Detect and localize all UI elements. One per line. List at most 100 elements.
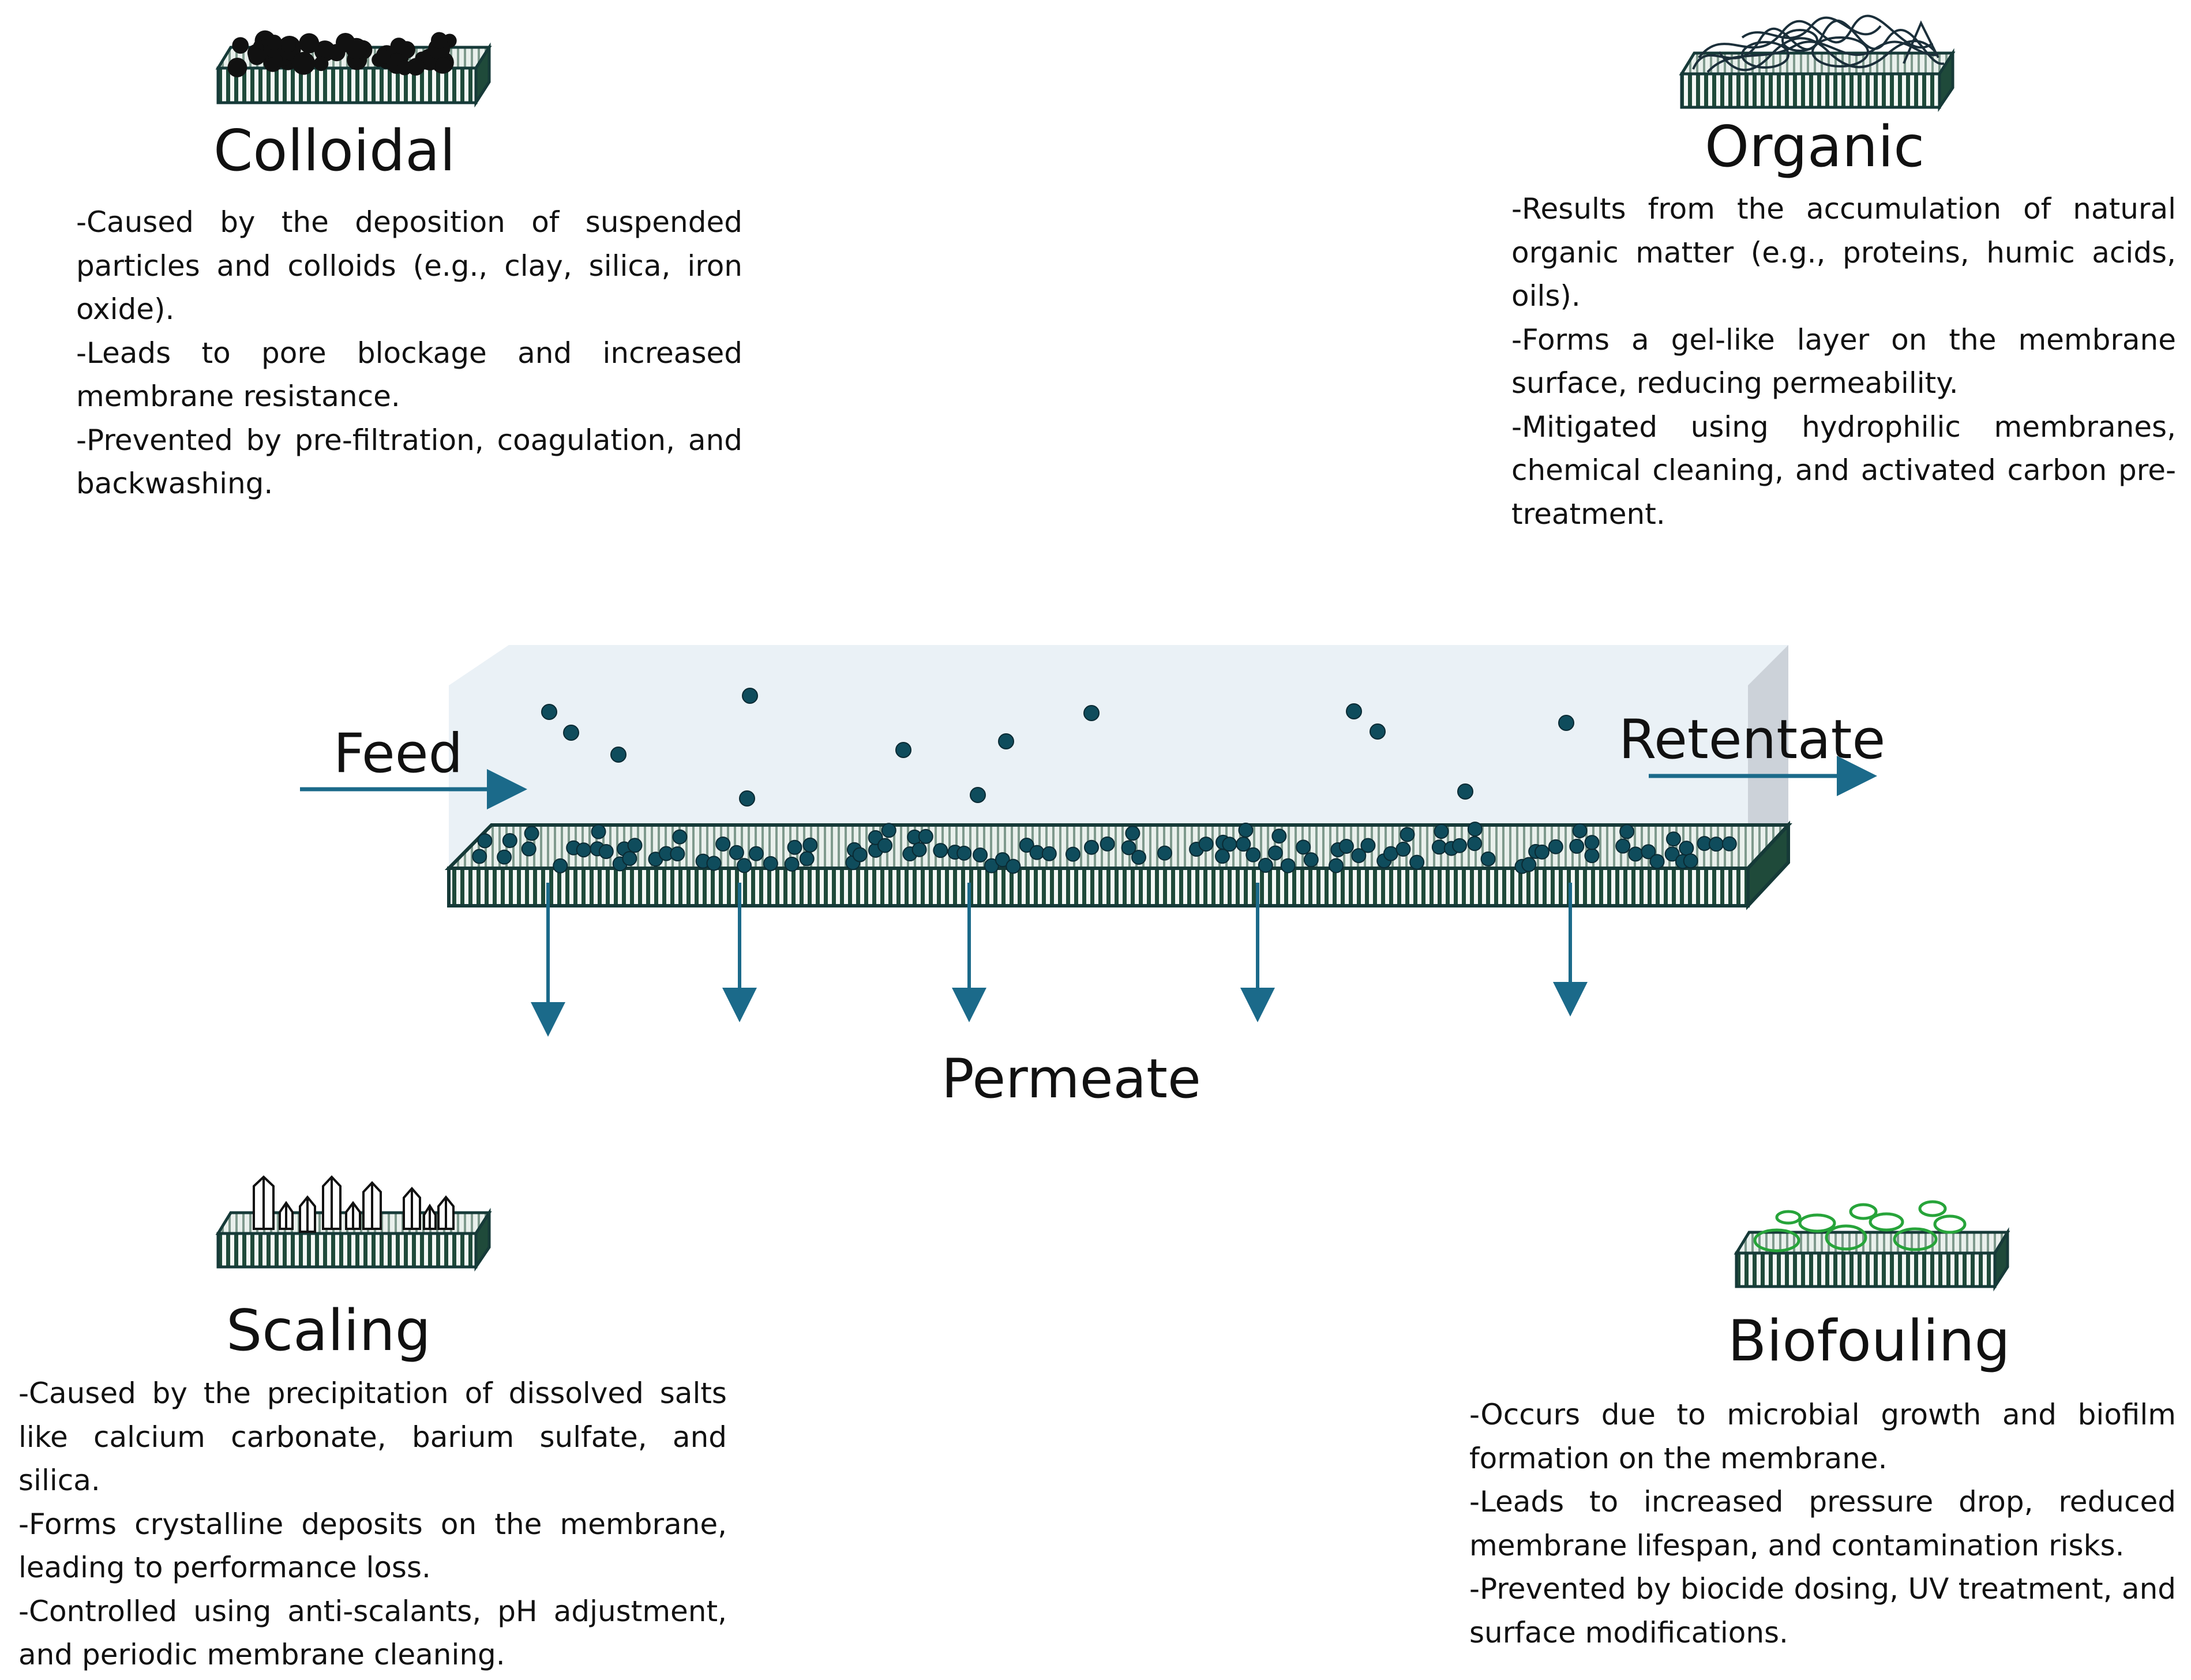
floating-particle <box>970 787 986 803</box>
deposited-particle <box>1338 838 1354 854</box>
feed-label: Feed <box>333 722 463 785</box>
scaling-point: -Controlled using anti-scalants, pH adju… <box>18 1594 727 1672</box>
scaling-title: Scaling <box>226 1298 431 1364</box>
deposited-particle <box>1641 844 1656 860</box>
deposited-particle <box>1041 846 1057 861</box>
deposited-particle <box>956 845 972 861</box>
deposited-particle <box>1131 849 1146 865</box>
colloid-particle <box>280 37 296 53</box>
colloid-particle <box>232 37 249 54</box>
permeate-label: Permeate <box>941 1048 1201 1111</box>
organic-description: -Results from the accumulation of natura… <box>1511 187 2176 536</box>
organic-point: -Mitigated using hydrophilic membranes, … <box>1511 410 2176 531</box>
colloidal-description: -Caused by the deposition of suspended p… <box>76 201 742 506</box>
organic-tangle-icon <box>1679 14 1956 112</box>
microbe-shape <box>1869 1212 1904 1232</box>
deposited-particle <box>1480 851 1496 867</box>
deposited-particle <box>1708 837 1724 852</box>
floating-particle <box>1558 715 1574 731</box>
deposited-particle <box>1125 826 1140 841</box>
scaling-point: -Caused by the precipitation of dissolve… <box>18 1377 727 1497</box>
deposited-particle <box>1400 827 1415 842</box>
deposited-particle <box>1679 841 1694 856</box>
deposited-particle <box>799 851 815 867</box>
channel-top-face <box>449 645 1788 868</box>
biofouling-point: -Prevented by biocide dosing, UV treatme… <box>1469 1572 2176 1649</box>
deposited-particle <box>477 833 493 849</box>
deposited-particle <box>1521 857 1537 872</box>
deposited-particle <box>1721 836 1737 852</box>
deposited-particle <box>1351 848 1367 864</box>
deposited-particle <box>1329 858 1344 873</box>
deposited-particle <box>1215 849 1230 864</box>
colloid-particle <box>435 57 452 73</box>
deposited-particle <box>1019 838 1034 853</box>
deposited-particle <box>1395 841 1411 857</box>
deposited-particles <box>472 822 1737 874</box>
microbe-shape <box>1798 1213 1836 1233</box>
deposited-particle <box>1296 839 1311 855</box>
colloidal-point: -Leads to pore blockage and increased me… <box>76 336 742 414</box>
deposited-particle <box>787 839 802 855</box>
deposited-particle <box>911 842 927 857</box>
floating-particle <box>998 733 1014 749</box>
deposited-particle <box>1360 838 1376 853</box>
deposited-particle <box>1569 838 1585 854</box>
scaling-point: -Forms crystalline deposits on the membr… <box>18 1507 727 1585</box>
colloidal-point: -Caused by the deposition of suspended p… <box>76 205 742 326</box>
deposited-particle <box>1548 839 1563 854</box>
deposited-particle <box>737 858 752 873</box>
biofouling-title: Biofouling <box>1728 1308 2010 1374</box>
colloid-particle <box>430 32 448 49</box>
deposited-particle <box>497 849 512 865</box>
colloid-particle <box>227 57 247 77</box>
floating-particle <box>742 688 758 704</box>
deposited-particle <box>1534 844 1550 860</box>
floating-particle <box>541 704 557 720</box>
deposited-particle <box>576 842 591 858</box>
floating-particle <box>563 725 579 741</box>
deposited-particle <box>553 858 568 873</box>
deposited-particle <box>1258 857 1273 873</box>
colloid-particle <box>313 56 329 72</box>
deposited-particle <box>1683 853 1698 869</box>
membrane-front-face <box>447 867 1750 907</box>
microbe-shape <box>1753 1228 1800 1252</box>
deposited-particle <box>933 843 948 858</box>
floating-particle <box>1370 723 1386 740</box>
deposited-particle <box>521 841 537 857</box>
colloid-particle <box>336 32 355 52</box>
deposited-particle <box>1271 828 1287 844</box>
colloid-particle <box>292 51 316 75</box>
biofouling-point: -Occurs due to microbial growth and biof… <box>1469 1398 2176 1475</box>
deposited-particle <box>877 838 893 853</box>
colloidal-point: -Prevented by pre-filtration, coagulatio… <box>76 423 742 501</box>
floating-particle <box>1083 705 1100 721</box>
deposited-particle <box>1222 837 1237 852</box>
deposited-particle <box>622 851 637 867</box>
deposited-particle <box>1029 845 1045 860</box>
microbe-shape <box>1893 1227 1938 1251</box>
deposited-particle <box>1245 847 1261 862</box>
deposited-particle <box>784 856 800 872</box>
deposited-particle <box>1100 836 1115 852</box>
colloid-particle <box>376 50 391 64</box>
deposited-particle <box>1238 822 1254 838</box>
floating-particle <box>1346 703 1362 719</box>
organic-point: -Results from the accumulation of natura… <box>1511 192 2176 313</box>
microbe-shape <box>1775 1210 1802 1225</box>
deposited-particle <box>1584 848 1600 864</box>
deposited-particle <box>1434 824 1449 839</box>
deposited-particle <box>627 838 643 853</box>
deposited-particle <box>1006 858 1021 874</box>
deposited-particle <box>1065 846 1081 862</box>
colloid-particle <box>407 58 425 76</box>
deposited-particle <box>672 829 688 845</box>
deposited-particle <box>591 824 606 839</box>
floating-particle <box>610 747 626 763</box>
deposited-particle <box>1665 831 1681 847</box>
deposited-particle <box>1628 846 1644 862</box>
deposited-particle <box>729 845 744 860</box>
floating-particles <box>541 688 1574 807</box>
